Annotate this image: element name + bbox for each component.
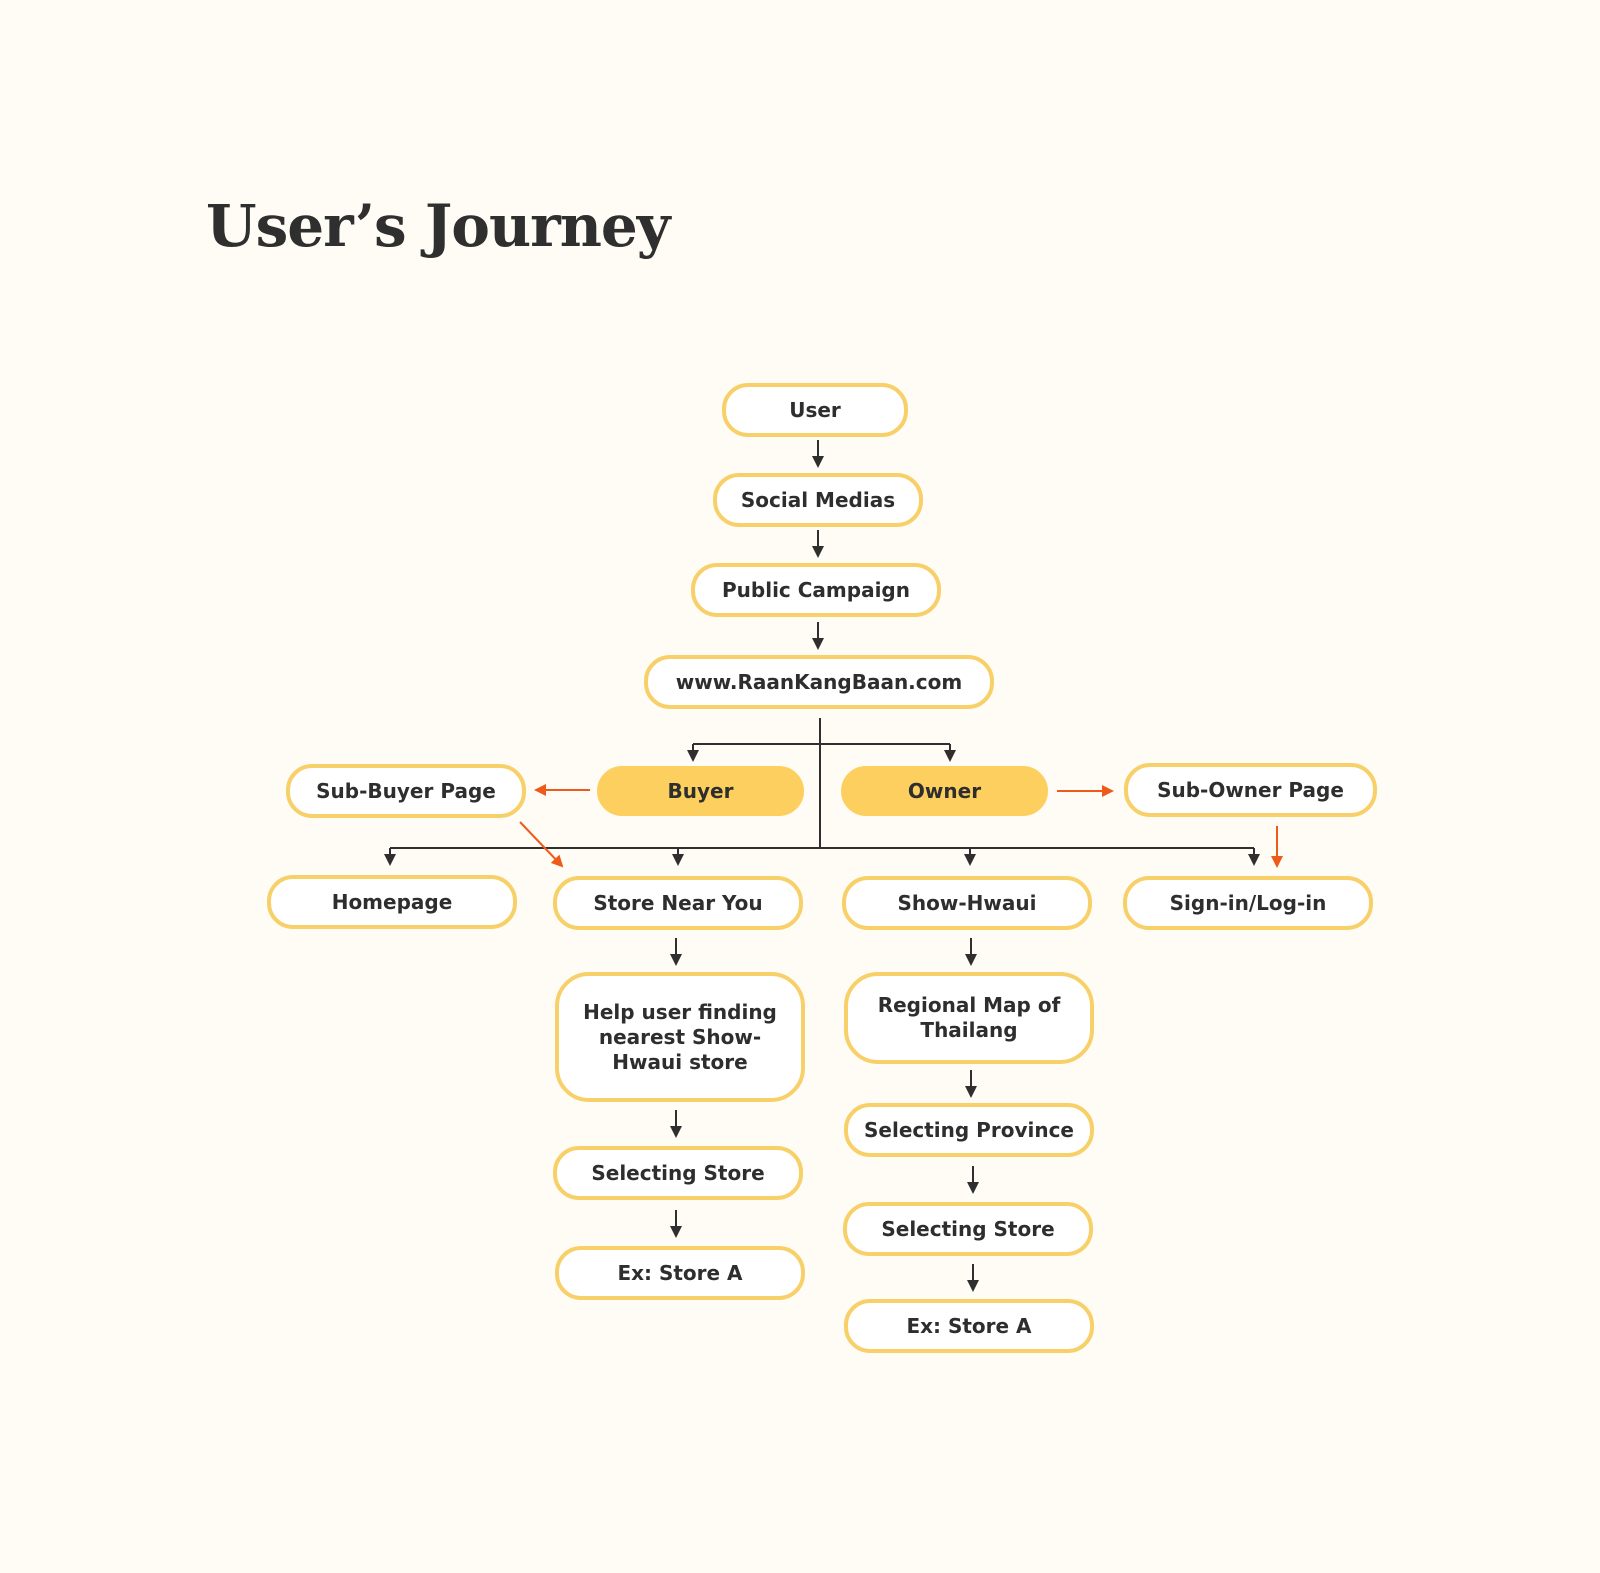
node-sign-in: Sign-in/Log-in (1123, 876, 1373, 930)
node-homepage: Homepage (267, 875, 517, 929)
node-show-hwaui-label: Show-Hwaui (897, 890, 1037, 915)
node-public-campaign-label: Public Campaign (722, 577, 910, 602)
node-social-medias-label: Social Medias (740, 487, 896, 512)
node-sub-buyer-page-label: Sub-Buyer Page (316, 778, 496, 803)
node-regional-map: Regional Map of Thailang (844, 972, 1094, 1064)
node-selecting-store-left: Selecting Store (553, 1146, 803, 1200)
node-buyer: Buyer (597, 766, 804, 816)
node-selecting-store-left-label: Selecting Store (591, 1160, 765, 1185)
node-owner: Owner (841, 766, 1048, 816)
node-selecting-province-label: Selecting Province (864, 1117, 1074, 1142)
node-public-campaign: Public Campaign (691, 563, 941, 617)
node-sub-owner-page: Sub-Owner Page (1124, 763, 1377, 817)
node-selecting-store-right: Selecting Store (843, 1202, 1093, 1256)
node-owner-label: Owner (907, 778, 982, 803)
node-homepage-label: Homepage (331, 889, 453, 914)
node-website: www.RaanKangBaan.com (644, 655, 994, 709)
node-social-medias: Social Medias (713, 473, 923, 527)
node-selecting-store-right-label: Selecting Store (881, 1216, 1055, 1241)
node-ex-store-left-label: Ex: Store A (617, 1260, 743, 1285)
node-help-finding-label: Help user finding nearest Show-Hwaui sto… (583, 999, 777, 1074)
node-sub-owner-page-label: Sub-Owner Page (1157, 777, 1344, 802)
node-store-near-you-label: Store Near You (593, 890, 763, 915)
node-ex-store-left: Ex: Store A (555, 1246, 805, 1300)
node-selecting-province: Selecting Province (844, 1103, 1094, 1157)
node-user-label: User (789, 397, 841, 422)
page-title: User’s Journey (206, 192, 670, 260)
node-show-hwaui: Show-Hwaui (842, 876, 1092, 930)
node-help-finding: Help user finding nearest Show-Hwaui sto… (555, 972, 805, 1102)
node-buyer-label: Buyer (667, 778, 734, 803)
node-ex-store-right: Ex: Store A (844, 1299, 1094, 1353)
node-regional-map-label: Regional Map of Thailang (877, 993, 1061, 1042)
node-ex-store-right-label: Ex: Store A (906, 1313, 1032, 1338)
node-store-near-you: Store Near You (553, 876, 803, 930)
arrow-subbuyer-store-near (519, 821, 564, 868)
node-website-label: www.RaanKangBaan.com (675, 669, 963, 694)
node-user: User (722, 383, 908, 437)
node-sub-buyer-page: Sub-Buyer Page (286, 764, 526, 818)
node-sign-in-label: Sign-in/Log-in (1169, 890, 1327, 915)
